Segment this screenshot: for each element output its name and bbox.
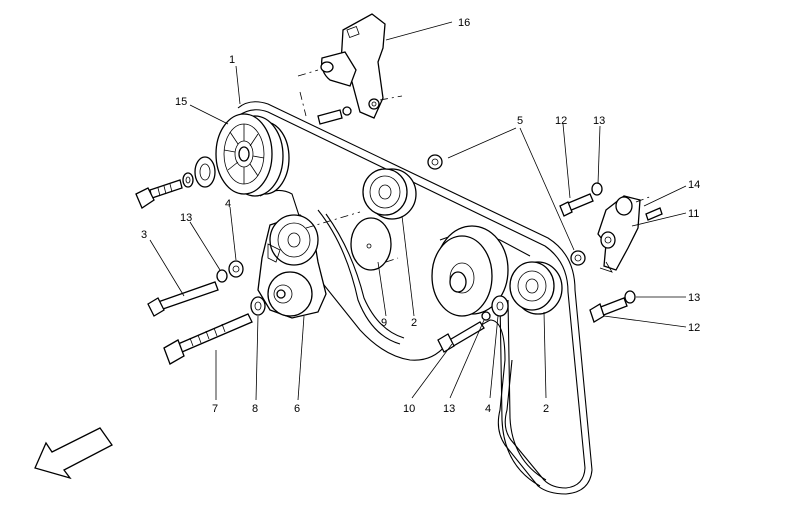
callout-labels: 1 2 2 3 4 4 5 6 7 8 9 10 11 12 12 13 13 … (141, 17, 700, 415)
callout-13: 13 (443, 403, 455, 415)
callout-4: 4 (485, 403, 491, 415)
callout-7: 7 (212, 403, 218, 415)
callout-1: 1 (229, 54, 235, 66)
tensioner-bolts-part (147, 260, 266, 365)
pulley-washer-part (182, 156, 216, 188)
callout-16: 16 (458, 17, 470, 29)
callout-5: 5 (517, 115, 523, 127)
callout-13: 13 (593, 115, 605, 127)
callout-6: 6 (294, 403, 300, 415)
callout-2: 2 (543, 403, 549, 415)
leader-lines (149, 21, 687, 401)
right-bracket-part (559, 182, 663, 323)
callout-11: 11 (688, 208, 699, 220)
mounting-bracket-part (297, 13, 403, 125)
callout-10: 10 (403, 403, 415, 415)
callout-2: 2 (411, 317, 417, 329)
callout-12: 12 (555, 115, 567, 127)
crank-pulley-part (215, 113, 290, 197)
idler-pulley-lower-part (437, 250, 586, 353)
callout-9: 9 (381, 317, 387, 329)
pulley-bolt-part (135, 179, 183, 209)
cover-plate-part (305, 211, 399, 271)
front-direction-arrow-icon (34, 427, 113, 480)
callout-13: 13 (180, 212, 192, 224)
callout-12: 12 (688, 322, 700, 334)
callout-4: 4 (225, 198, 231, 210)
callout-13: 13 (688, 292, 700, 304)
pump-pulley-part (431, 225, 509, 317)
idler-pulley-upper-part (362, 154, 443, 220)
belt-tensioner-part (257, 214, 327, 319)
callout-15: 15 (175, 96, 187, 108)
callout-3: 3 (141, 229, 147, 241)
callout-14: 14 (688, 179, 700, 191)
callout-8: 8 (252, 403, 258, 415)
